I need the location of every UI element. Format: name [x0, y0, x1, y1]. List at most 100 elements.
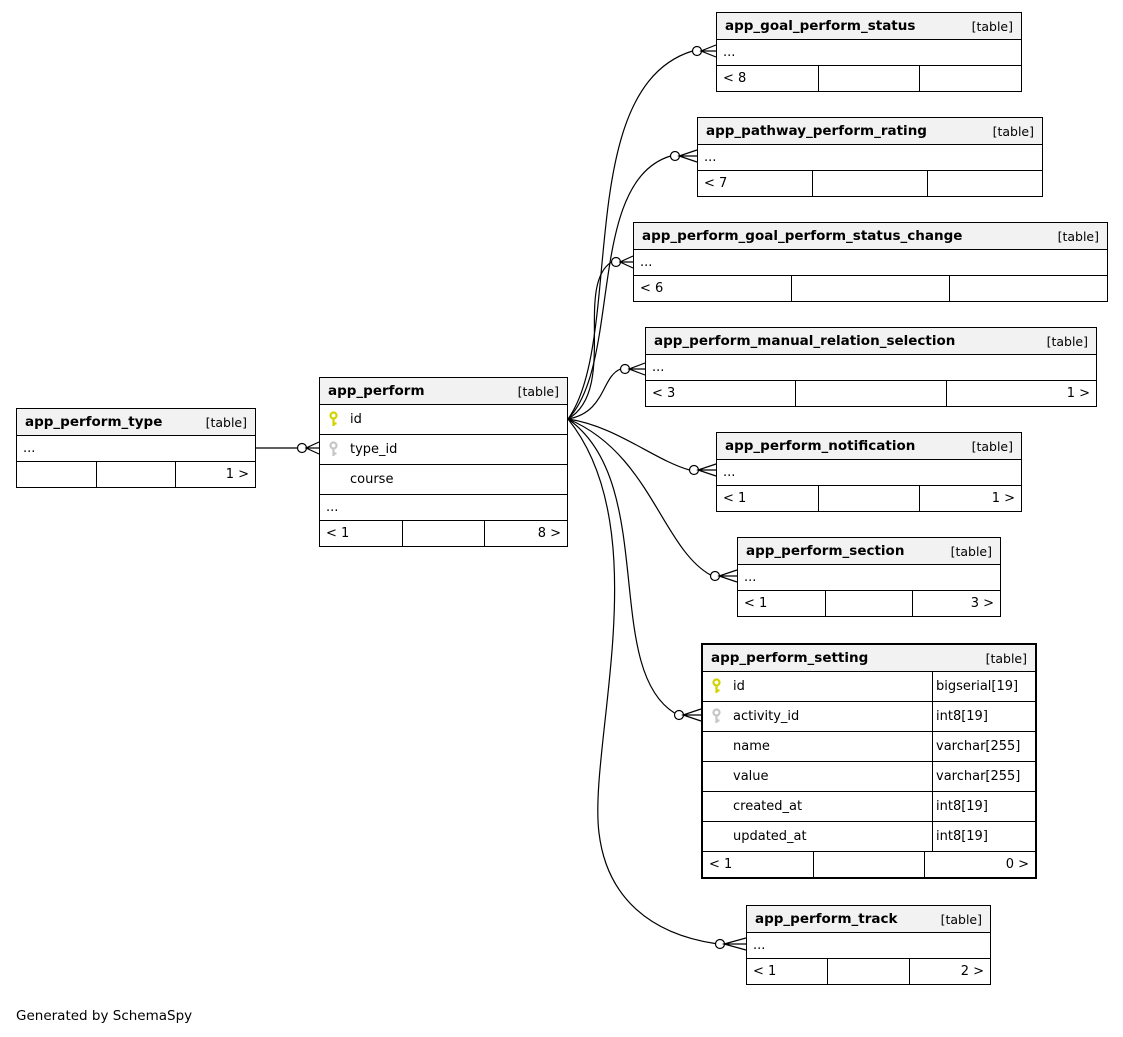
table-footer: < 1 1 > — [717, 485, 1021, 511]
column-name: value — [733, 769, 769, 784]
footer-children-count: 1 > — [919, 486, 1021, 511]
footer-spacer — [95, 462, 176, 487]
column-row-created_at: created_at int8[19] — [703, 791, 1035, 821]
column-row-type_id: type_id — [320, 434, 567, 464]
footer-parents-count: < 1 — [723, 491, 747, 506]
table-footer: < 1 3 > — [738, 590, 1000, 616]
relationship-perform-setting — [567, 418, 702, 722]
table-type-tag: [table] — [1046, 333, 1088, 349]
relationship-perform-manual_relation_selection — [567, 362, 646, 420]
table-header: app_pathway_perform_rating [table] — [698, 118, 1042, 145]
footer-parents-count: < 1 — [709, 857, 733, 872]
column-row-id: id bigserial[19] — [703, 672, 1035, 701]
column-name: activity_id — [733, 709, 800, 724]
relationship-perform-section — [567, 418, 738, 583]
hidden-columns-row: ... — [753, 938, 766, 953]
relationship-perform-goal_perform_status — [567, 44, 717, 420]
table-app_perform_track[interactable]: app_perform_track [table] ... < 1 2 > — [746, 905, 991, 985]
footer-parents-count — [17, 462, 96, 487]
relationship-perform-goal_perform_status_change — [567, 255, 634, 420]
column-name: type_id — [350, 442, 398, 457]
footer-children-count: 2 > — [908, 959, 990, 984]
column-name: updated_at — [733, 829, 807, 844]
hidden-columns-row: ... — [744, 570, 757, 585]
footer-children-count: 8 > — [484, 521, 567, 546]
table-type-tag: [table] — [205, 414, 247, 430]
column-type: bigserial[19] — [932, 672, 1035, 701]
footer-children-count: 0 > — [924, 852, 1035, 877]
table-footer: 1 > — [17, 461, 255, 487]
footer-spacer — [817, 486, 920, 511]
hidden-columns-row: ... — [640, 255, 653, 270]
column-type: int8[19] — [932, 702, 1035, 731]
table-header: app_perform_setting [table] — [703, 645, 1035, 672]
column-type: varchar[255] — [932, 732, 1035, 761]
footer-children-count — [949, 276, 1107, 301]
table-footer: < 1 0 > — [703, 851, 1035, 877]
column-row-name: name varchar[255] — [703, 731, 1035, 761]
table-name: app_perform — [328, 383, 425, 399]
column-row-id: id — [320, 405, 567, 434]
table-header: app_goal_perform_status [table] — [717, 13, 1021, 40]
column-row-activity_id: activity_id int8[19] — [703, 701, 1035, 731]
table-name: app_perform_manual_relation_selection — [654, 333, 956, 349]
column-type: varchar[255] — [932, 762, 1035, 791]
hidden-columns-row: ... — [723, 465, 736, 480]
footer-parents-count: < 3 — [652, 386, 676, 401]
footer-spacer — [812, 171, 927, 196]
footer-spacer — [795, 381, 945, 406]
table-footer: < 7 — [698, 170, 1042, 196]
table-header: app_perform_track [table] — [747, 906, 990, 933]
table-header: app_perform_notification [table] — [717, 433, 1021, 460]
relationship-perform-notification — [567, 418, 717, 477]
hidden-columns-row: ... — [23, 441, 36, 456]
table-app_pathway_perform_rating[interactable]: app_pathway_perform_rating [table] ... <… — [697, 117, 1043, 197]
column-row-updated_at: updated_at int8[19] — [703, 821, 1035, 851]
table-name: app_perform_section — [746, 543, 905, 559]
table-name: app_perform_notification — [725, 438, 916, 454]
relationship-perform_type-perform — [256, 441, 320, 455]
hidden-columns-row: ... — [652, 360, 665, 375]
table-app_perform_goal_perform_status_change[interactable]: app_perform_goal_perform_status_change [… — [633, 222, 1108, 302]
footer-spacer — [817, 66, 920, 91]
table-app_perform_setting[interactable]: app_perform_setting [table] id bigserial… — [701, 643, 1037, 879]
hidden-columns-row: ... — [704, 150, 717, 165]
footer-spacer — [813, 852, 924, 877]
table-name: app_perform_type — [25, 414, 163, 430]
relationship-perform-track — [567, 418, 747, 951]
column-type: int8[19] — [932, 822, 1035, 851]
table-name: app_pathway_perform_rating — [706, 123, 927, 139]
footer-children-count — [919, 66, 1021, 91]
table-app_goal_perform_status[interactable]: app_goal_perform_status [table] ... < 8 — [716, 12, 1022, 92]
primary-key-icon — [326, 411, 350, 428]
footer-spacer — [827, 959, 908, 984]
column-name: course — [350, 472, 394, 487]
column-type: int8[19] — [932, 792, 1035, 821]
table-footer: < 1 8 > — [320, 520, 567, 546]
table-name: app_perform_goal_perform_status_change — [642, 228, 963, 244]
table-header: app_perform_manual_relation_selection [t… — [646, 328, 1096, 355]
footer-parents-count: < 1 — [753, 964, 777, 979]
table-app_perform_type[interactable]: app_perform_type [table] ... 1 > — [16, 408, 256, 488]
table-type-tag: [table] — [985, 650, 1027, 666]
table-footer: < 8 — [717, 65, 1021, 91]
footer-children-count: 3 > — [912, 591, 1000, 616]
footer-spacer — [824, 591, 913, 616]
footer-spacer — [401, 521, 485, 546]
primary-key-icon — [709, 678, 733, 695]
footer-parents-count: < 7 — [704, 176, 728, 191]
table-app_perform_notification[interactable]: app_perform_notification [table] ... < 1… — [716, 432, 1022, 512]
footer-parents-count: < 1 — [744, 596, 768, 611]
table-header: app_perform_type [table] — [17, 409, 255, 436]
table-app_perform_section[interactable]: app_perform_section [table] ... < 1 3 > — [737, 537, 1001, 617]
hidden-columns-row: ... — [320, 494, 567, 520]
footer-children-count: 1 > — [175, 462, 255, 487]
table-app_perform_manual_relation_selection[interactable]: app_perform_manual_relation_selection [t… — [645, 327, 1097, 407]
table-type-tag: [table] — [940, 911, 982, 927]
table-app_perform[interactable]: app_perform [table] id type_id course ..… — [319, 377, 568, 547]
table-type-tag: [table] — [971, 438, 1013, 454]
table-footer: < 1 2 > — [747, 958, 990, 984]
column-name: created_at — [733, 799, 803, 814]
